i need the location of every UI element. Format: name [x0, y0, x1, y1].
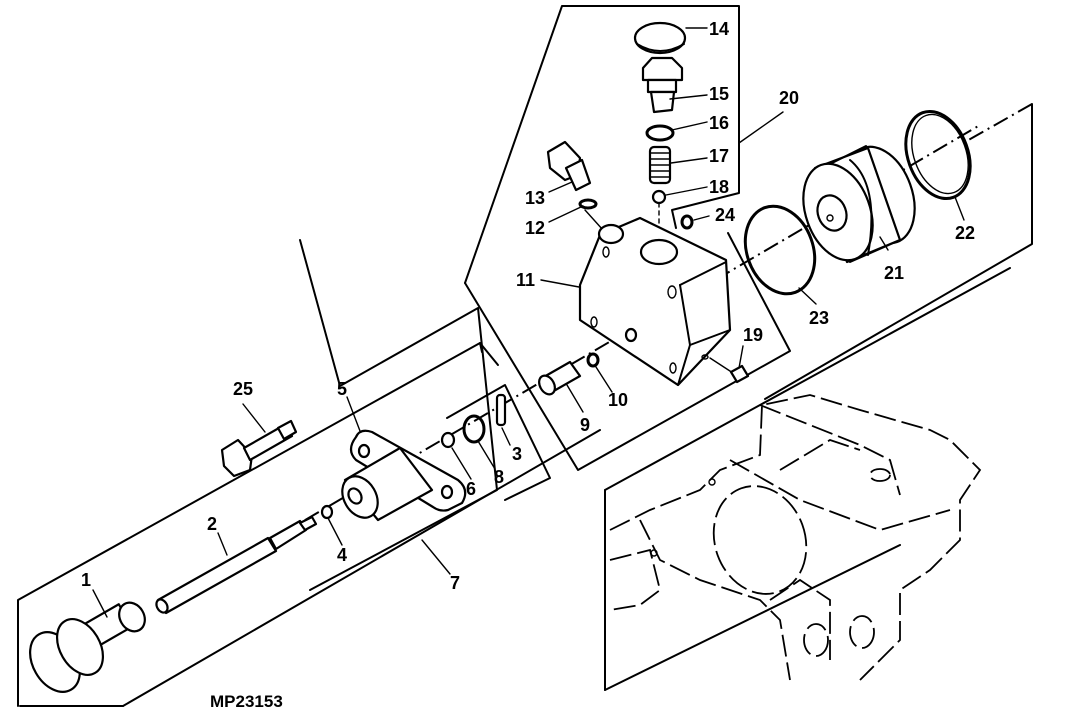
callout-17: 17	[709, 146, 729, 166]
callout-8: 8	[494, 467, 504, 487]
leader-lines	[92, 27, 965, 618]
part-cap-14	[633, 21, 687, 55]
callout-1: 1	[81, 570, 91, 590]
part-filter-21	[802, 145, 916, 264]
part-o-ring-24	[680, 214, 694, 230]
callout-25: 25	[233, 379, 253, 399]
callout-14: 14	[709, 19, 729, 39]
callout-9: 9	[580, 415, 590, 435]
part-flanged-housing	[341, 429, 467, 522]
part-fitting-13	[546, 140, 592, 192]
part-o-ring-23	[743, 204, 817, 296]
callout-12: 12	[525, 218, 545, 238]
part-knob	[29, 601, 146, 693]
callout-23: 23	[809, 308, 829, 328]
part-pin-3	[495, 393, 507, 427]
part-valve-body	[578, 216, 732, 387]
callout-15: 15	[709, 84, 729, 104]
part-spring-17	[648, 145, 672, 185]
frame-parts-7	[299, 239, 1011, 691]
figure-id-label: MP23153	[210, 692, 283, 711]
part-plug-9	[538, 360, 582, 396]
callout-6: 6	[466, 479, 476, 499]
part-seal-ring-22	[904, 109, 972, 201]
part-o-ring-10	[586, 352, 600, 368]
part-washer-6	[440, 431, 456, 449]
part-ball-18	[651, 189, 667, 205]
phantom-housing	[609, 394, 982, 681]
frame-filter	[764, 103, 1033, 400]
callout-13: 13	[525, 188, 545, 208]
callout-2: 2	[207, 514, 217, 534]
callout-19: 19	[743, 325, 763, 345]
callout-22: 22	[955, 223, 975, 243]
callout-3: 3	[512, 444, 522, 464]
callout-5: 5	[337, 379, 347, 399]
callout-16: 16	[709, 113, 729, 133]
callout-20: 20	[779, 88, 799, 108]
callout-18: 18	[709, 177, 729, 197]
callout-4: 4	[337, 545, 347, 565]
callout-21: 21	[884, 263, 904, 283]
callout-labels: 1 2 3 4 5 6 7 8 9 10 11 12 13 14 15 16 1…	[81, 19, 975, 593]
part-plug-15	[641, 56, 684, 114]
part-shaft	[155, 515, 318, 615]
part-o-ring-4	[320, 504, 334, 520]
part-o-ring-8	[462, 414, 486, 444]
callout-24: 24	[715, 205, 735, 225]
callout-11: 11	[516, 270, 535, 290]
part-cap-screw	[220, 419, 298, 478]
frame-valve-assembly	[464, 5, 791, 471]
part-o-ring-12	[578, 198, 598, 210]
callout-10: 10	[608, 390, 628, 410]
part-o-ring-16	[645, 124, 675, 142]
callout-7: 7	[450, 573, 460, 593]
